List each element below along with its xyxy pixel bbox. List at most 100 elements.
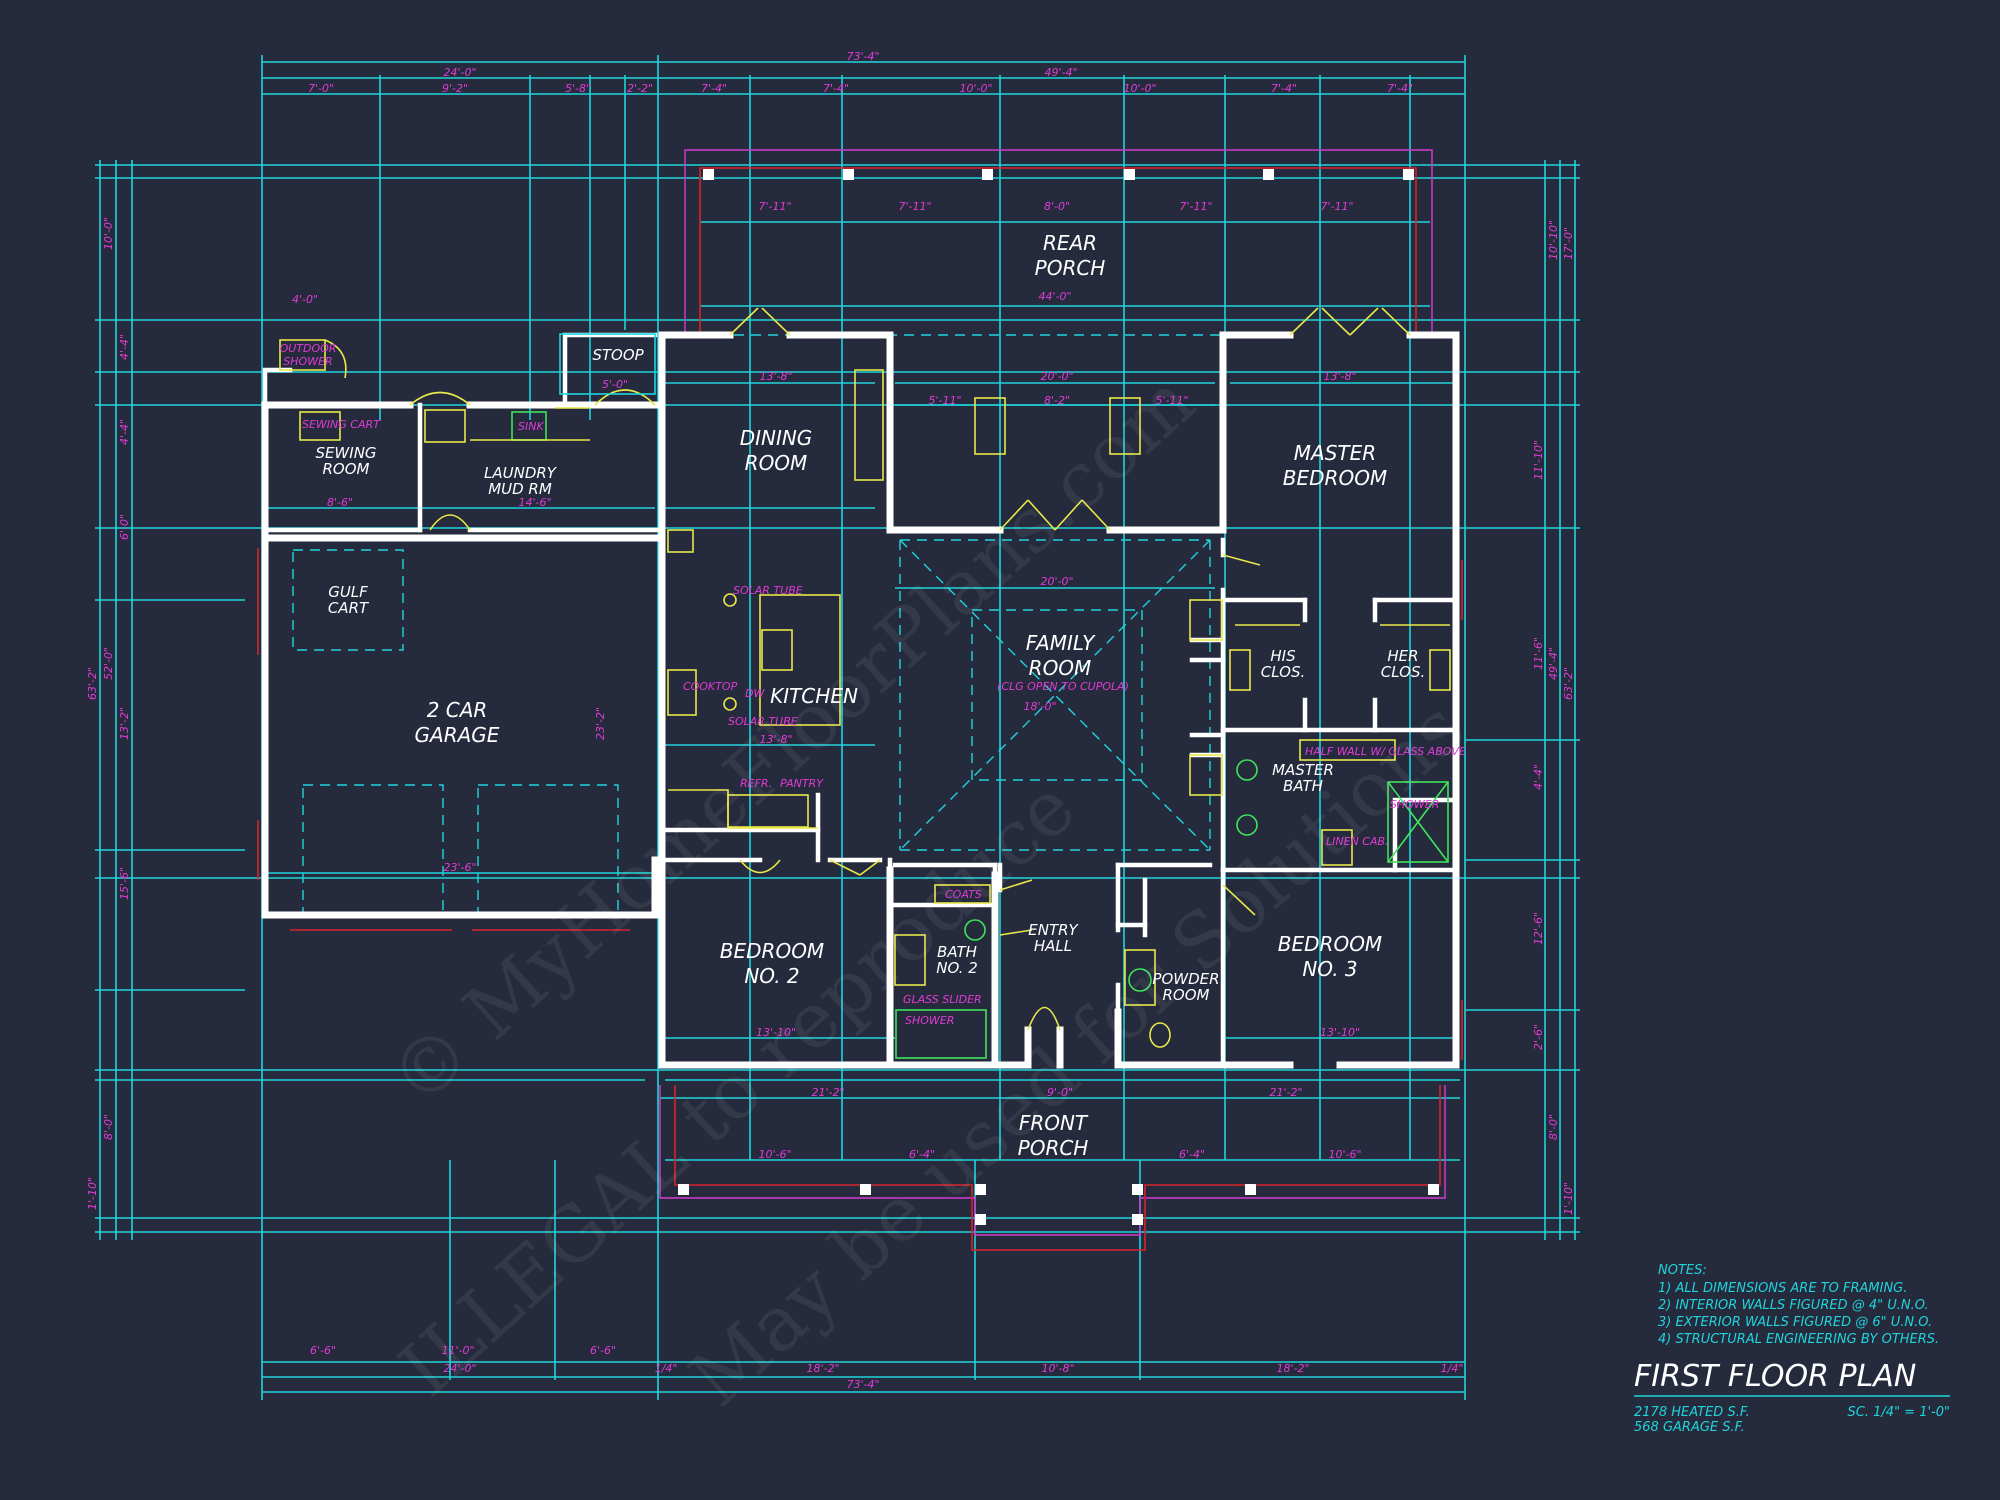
- family-room-label-1: FAMILY: [1026, 631, 1096, 655]
- solar-tube-label-1: SOLAR TUBE: [733, 584, 803, 597]
- porch-posts: [678, 169, 1439, 1225]
- dim-left-1: 10'-0": [102, 217, 115, 250]
- bedroom-3-label-2: NO. 3: [1302, 957, 1357, 981]
- outdoor-shower-label-1: OUTDOOR: [280, 342, 337, 355]
- dim-bed2-w: 13'-10": [756, 1026, 796, 1039]
- heated-sf: 2178 HEATED S.F.: [1634, 1405, 1750, 1420]
- dim-top-seg-3: 5'-8": [565, 82, 591, 95]
- dim-front-9: 9'-0": [1047, 1086, 1073, 1099]
- note-3: 3) EXTERIOR WALLS FIGURED @ 6" U.N.O.: [1658, 1315, 1932, 1330]
- dim-bottom-quarter-1: 1/4": [655, 1362, 678, 1375]
- bath-2-shower-label: SHOWER: [905, 1014, 954, 1027]
- watermark: © MyHomeFloorPlans.com ILLEGAL to reprod…: [372, 356, 1480, 1423]
- dim-left-4: 6'-0": [118, 514, 131, 540]
- dim-pass-511b: 5'-11": [1155, 394, 1188, 407]
- glass-slider-label: GLASS SLIDER: [903, 993, 982, 1006]
- kitchen-label: KITCHEN: [770, 684, 858, 708]
- golf-cart-label-1: GULF: [328, 583, 368, 601]
- dw-label: DW: [745, 687, 765, 700]
- linen-label: LINEN CAB.: [1326, 835, 1389, 848]
- her-closet-label-2: CLOS.: [1381, 663, 1425, 681]
- dim-left-10: 63'-2": [86, 667, 99, 700]
- dim-shower-4: 4'-0": [292, 293, 318, 306]
- dim-left-8: 1'-10": [86, 1177, 99, 1210]
- dim-right-5: 4'-4": [1532, 764, 1545, 790]
- powder-room-label-2: ROOM: [1163, 986, 1210, 1004]
- dim-left-3: 4'-4": [118, 419, 131, 445]
- dim-rear-8: 8'-0": [1044, 200, 1070, 213]
- dim-top-seg-9: 7'-4": [1271, 82, 1297, 95]
- bedroom-2-label-2: NO. 2: [744, 964, 799, 988]
- golf-cart-label-2: CART: [328, 599, 370, 617]
- dim-right-6: 12'-6": [1532, 912, 1545, 945]
- dim-top-left: 24'-0": [443, 66, 476, 79]
- dim-right-3: 11'-10": [1532, 440, 1545, 480]
- dim-right-4: 11'-6": [1532, 637, 1545, 670]
- her-closet-label-1: HER: [1387, 647, 1418, 665]
- dim-family-w: 20'-0": [1040, 575, 1073, 588]
- garage-label-2: GARAGE: [415, 723, 500, 747]
- dim-front-21b: 21'-2": [1269, 1086, 1302, 1099]
- dim-right-7: 2'-6": [1532, 1024, 1545, 1050]
- dim-porch-106b: 10'-6": [1328, 1148, 1361, 1161]
- rear-porch-label-2: PORCH: [1035, 256, 1106, 280]
- master-bath-label-2: BATH: [1283, 777, 1323, 795]
- dim-top-overall: 73'-4": [846, 50, 879, 63]
- dim-bottom-overall: 73'-4": [846, 1378, 879, 1391]
- bedroom-3-label-1: BEDROOM: [1278, 932, 1382, 956]
- front-porch-label-1: FRONT: [1019, 1111, 1089, 1135]
- powder-room-label-1: POWDER: [1152, 970, 1219, 988]
- interior-walls: [262, 332, 1459, 1068]
- rear-porch-label-1: REAR: [1043, 231, 1097, 255]
- notes-title: NOTES:: [1658, 1263, 1707, 1278]
- room-labels: REAR PORCH STOOP OUTDOOR SHOWER SEWING R…: [280, 231, 1426, 1160]
- dim-bed3-w: 13'-10": [1320, 1026, 1360, 1039]
- dim-left-5: 13'-2": [118, 707, 131, 740]
- sink-label: SINK: [518, 420, 544, 433]
- dining-room-label-1: DINING: [740, 426, 813, 450]
- dim-rear-711a: 7'-11": [758, 200, 791, 213]
- dimension-text: 73'-4" 24'-0" 49'-4" 7'-0" 9'-2" 5'-8" 2…: [86, 50, 1575, 1391]
- dim-right-10: 49'-4": [1547, 647, 1560, 680]
- dim-bottom-seg-2: 11'-0": [441, 1344, 474, 1357]
- dim-stoop-5: 5'-0": [602, 378, 628, 391]
- dim-porch-64b: 6'-4": [1179, 1148, 1205, 1161]
- note-4: 4) STRUCTURAL ENGINEERING BY OTHERS.: [1658, 1332, 1939, 1347]
- dim-pass-511a: 5'-11": [928, 394, 961, 407]
- family-room-label-2: ROOM: [1029, 656, 1092, 680]
- sewing-room-label-1: SEWING: [315, 444, 376, 462]
- exterior-walls: [261, 331, 1460, 1069]
- dim-top-seg-1: 7'-0": [308, 82, 334, 95]
- front-porch-label-2: PORCH: [1018, 1136, 1089, 1160]
- dim-kitchen-w: 13'-8": [759, 733, 792, 746]
- dim-right-8: 8'-0": [1547, 1114, 1560, 1140]
- plan-scale: SC. 1/4" = 1'-0": [1848, 1405, 1950, 1420]
- master-bedroom-label-1: MASTER: [1294, 441, 1376, 465]
- dim-right-11: 63'-2": [1562, 667, 1575, 700]
- bath-2-label-2: NO. 2: [936, 959, 978, 977]
- dim-left-9: 52'-0": [102, 647, 115, 680]
- dim-family-h: 18'-0": [1023, 700, 1056, 713]
- dim-bottom-mid-3: 18'-2": [1276, 1362, 1309, 1375]
- dim-master-w: 13'-8": [1323, 370, 1356, 383]
- dim-right-2: 17'-0": [1562, 227, 1575, 260]
- dim-dining-w: 13'-8": [759, 370, 792, 383]
- note-1: 1) ALL DIMENSIONS ARE TO FRAMING.: [1658, 1281, 1907, 1296]
- dining-room-label-2: ROOM: [745, 451, 808, 475]
- garage-sf: 568 GARAGE S.F.: [1634, 1420, 1745, 1435]
- dim-rear-711d: 7'-11": [1320, 200, 1353, 213]
- family-room-note: (CLG OPEN TO CUPOLA): [997, 680, 1129, 693]
- dim-right-1: 10'-10": [1547, 220, 1560, 260]
- doors-and-fixtures: [279, 307, 1451, 1059]
- dim-bottom-mid-2: 10'-8": [1041, 1362, 1074, 1375]
- dim-top-seg-7: 10'-0": [959, 82, 992, 95]
- refr-label: REFR.: [740, 777, 772, 790]
- dim-bottom-quarter-2: 1/4": [1441, 1362, 1464, 1375]
- dim-porch-106a: 10'-6": [758, 1148, 791, 1161]
- laundry-label-1: LAUNDRY: [484, 464, 558, 482]
- notes-block: NOTES: 1) ALL DIMENSIONS ARE TO FRAMING.…: [1658, 1263, 1939, 1347]
- bedroom-2-label-1: BEDROOM: [720, 939, 824, 963]
- dim-right-9: 1'-10": [1562, 1182, 1575, 1215]
- dim-bottom-seg-1: 6'-6": [310, 1344, 336, 1357]
